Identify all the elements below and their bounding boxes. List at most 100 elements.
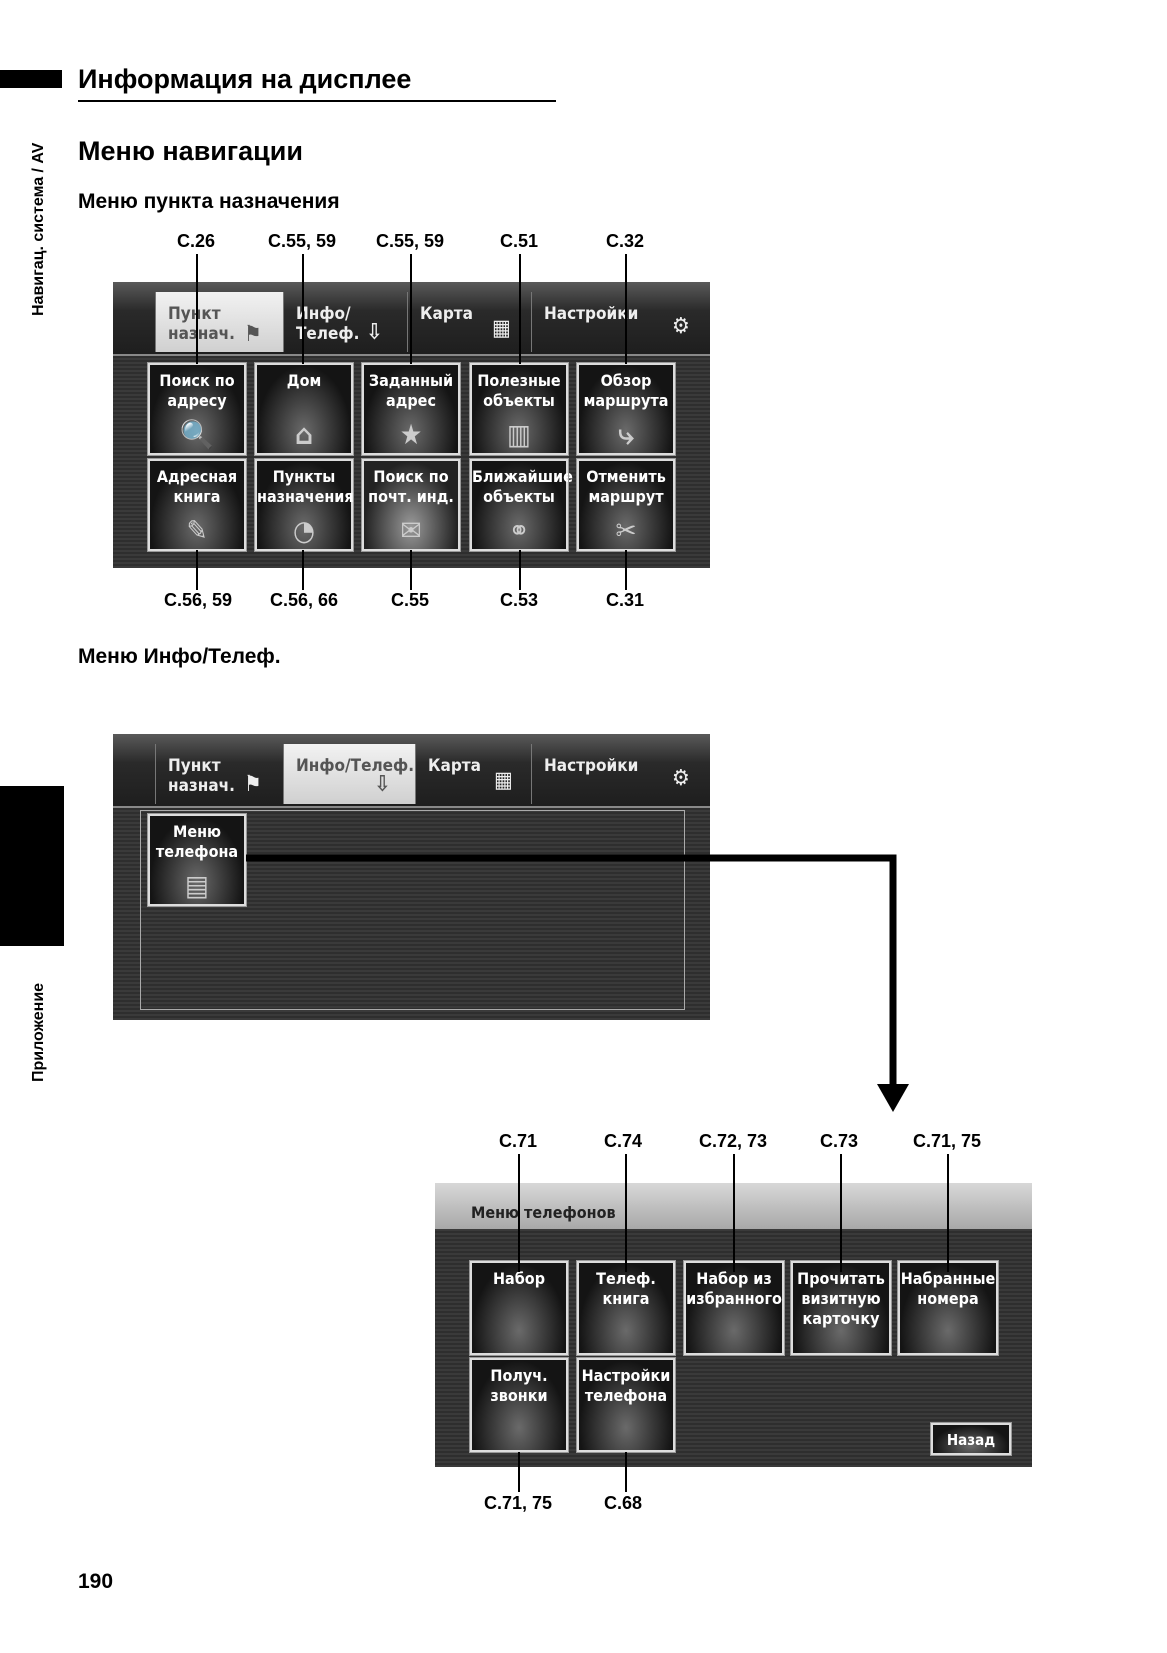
phone-icon: ⇩: [366, 320, 383, 345]
title-rule: [78, 100, 556, 102]
info-menu-title: Меню Инфо/Телеф.: [78, 645, 281, 668]
history-map-icon: ◔: [293, 514, 315, 547]
map-icon: ▦: [494, 768, 513, 793]
tab-label: Пункт назнач.: [168, 304, 235, 344]
ref-label: С.71: [498, 1131, 538, 1151]
leader-line: [196, 550, 198, 590]
tab-label: Карта: [428, 756, 481, 776]
tab-label: Настройки: [544, 756, 639, 776]
received-calls-button[interactable]: Получ. звонки: [469, 1357, 569, 1453]
postcode-search-button[interactable]: Поиск по почт. инд. ✉: [361, 458, 461, 552]
nearby-poi-button[interactable]: Ближайшие объекты ⚭: [469, 458, 573, 552]
tab-settings[interactable]: Настройки ⚙: [531, 744, 710, 804]
phone-grid-icon: ▤: [185, 869, 209, 902]
button-label: Меню телефона: [155, 822, 239, 861]
page-title: Информация на дисплее: [78, 64, 412, 94]
gear-icon: ⚙: [672, 314, 690, 339]
home-button[interactable]: Дом ⌂: [254, 362, 354, 456]
ref-label: С.55: [390, 590, 430, 610]
route-overview-button[interactable]: Обзор маршрута ⤷: [576, 362, 676, 456]
phone-book-button[interactable]: Телеф. книга: [576, 1260, 676, 1356]
tab-settings[interactable]: Настройки ⚙: [531, 292, 710, 352]
leader-line: [625, 254, 627, 364]
leader-line: [302, 254, 304, 364]
button-label: Поиск по почт. инд.: [368, 467, 454, 506]
sidebar-bottom-marker: [0, 786, 64, 946]
button-label: Дом: [286, 371, 322, 390]
leader-line: [947, 1154, 949, 1272]
dial-favourites-button[interactable]: Набор из избранного: [683, 1260, 785, 1356]
button-label: Заданный адрес: [368, 371, 454, 410]
content-frame: [140, 810, 685, 1010]
leader-line: [733, 1154, 735, 1272]
button-label: Пункты назначения: [257, 467, 354, 506]
cancel-route-button[interactable]: Отменить маршрут ✂: [576, 458, 676, 552]
leader-line: [410, 550, 412, 590]
leader-line: [518, 1154, 520, 1272]
button-label: Прочитать визитную карточку: [797, 1269, 885, 1328]
tab-label: Инфо/Телеф.: [296, 756, 415, 776]
ref-label: С.31: [605, 590, 645, 610]
star-icon: ★: [399, 418, 423, 451]
search-by-address-button[interactable]: Поиск по адресу 🔍: [147, 362, 247, 456]
address-book-button[interactable]: Адресная книга ✎: [147, 458, 247, 552]
ref-label: С.71, 75: [483, 1493, 553, 1513]
tab-info-phone[interactable]: Инфо/Телеф. ⇩: [283, 292, 407, 352]
ref-label: С.68: [603, 1493, 643, 1513]
button-label: Набранные номера: [900, 1269, 996, 1308]
phone-icon: ⇩: [374, 772, 391, 797]
tab-destination[interactable]: Пункт назнач. ⚑: [155, 744, 283, 804]
button-label: Обзор маршрута: [583, 371, 669, 410]
button-label: Набор из избранного: [686, 1269, 782, 1308]
checkered-flag-icon: ⚑: [244, 772, 262, 797]
leader-line: [302, 550, 304, 590]
magnifier-map-icon: 🔍: [179, 418, 215, 451]
poi-button[interactable]: Полезные объекты ▥: [469, 362, 569, 456]
leader-line: [519, 550, 521, 590]
back-button[interactable]: Назад: [930, 1422, 1012, 1456]
button-label: Набор: [492, 1269, 545, 1288]
sidebar-top-marker: [0, 70, 62, 88]
tab-map[interactable]: Карта ▦: [407, 292, 531, 352]
ref-label: С.26: [176, 231, 216, 251]
button-label: Назад: [946, 1431, 996, 1449]
leader-line: [196, 254, 198, 364]
ref-label: С.55, 59: [375, 231, 445, 251]
preset-address-button[interactable]: Заданный адрес ★: [361, 362, 461, 456]
ref-label: С.51: [499, 231, 539, 251]
phone-menu-screen: Меню телефонов Набор Телеф. книга Набор …: [435, 1183, 1032, 1467]
button-label: Получ. звонки: [490, 1366, 548, 1405]
ref-label: С.74: [603, 1131, 643, 1151]
tab-bar: Пункт назнач. ⚑ Инфо/Телеф. ⇩ Карта ▦ На…: [113, 734, 710, 808]
book-pen-icon: ✎: [186, 514, 208, 547]
info-menu-screen: Пункт назнач. ⚑ Инфо/Телеф. ⇩ Карта ▦ На…: [113, 734, 710, 1020]
phone-menu-button[interactable]: Меню телефона ▤: [147, 813, 247, 907]
cancel-route-icon: ✂: [615, 514, 637, 547]
gear-icon: ⚙: [672, 766, 690, 791]
mailbox-icon: ✉: [400, 514, 422, 547]
phone-settings-button[interactable]: Настройки телефона: [576, 1357, 676, 1453]
dialled-numbers-button[interactable]: Набранные номера: [897, 1260, 999, 1356]
route-arrow-icon: ⤷: [618, 418, 634, 451]
tab-destination[interactable]: Пункт назнач. ⚑: [155, 292, 283, 352]
dial-button[interactable]: Набор: [469, 1260, 569, 1356]
read-business-card-button[interactable]: Прочитать визитную карточку: [790, 1260, 892, 1356]
button-label: Полезные объекты: [477, 371, 561, 410]
destinations-history-button[interactable]: Пункты назначения ◔: [254, 458, 354, 552]
button-label: Телеф. книга: [596, 1269, 656, 1308]
section-title: Меню навигации: [78, 136, 303, 166]
binoculars-icon: ⚭: [508, 514, 530, 547]
tab-map[interactable]: Карта ▦: [415, 744, 531, 804]
arrow-head-icon: [877, 1084, 909, 1112]
button-label: Ближайшие объекты: [472, 467, 573, 506]
phone-menu-title: Меню телефонов: [471, 1203, 616, 1222]
tab-info-phone[interactable]: Инфо/Телеф. ⇩: [283, 744, 415, 804]
leader-line: [410, 254, 412, 364]
button-label: Настройки телефона: [581, 1366, 671, 1405]
map-icon: ▦: [492, 316, 511, 341]
ref-label: С.71, 75: [912, 1131, 982, 1151]
leader-line: [625, 550, 627, 590]
button-label: Поиск по адресу: [159, 371, 235, 410]
button-label: Отменить маршрут: [586, 467, 666, 506]
